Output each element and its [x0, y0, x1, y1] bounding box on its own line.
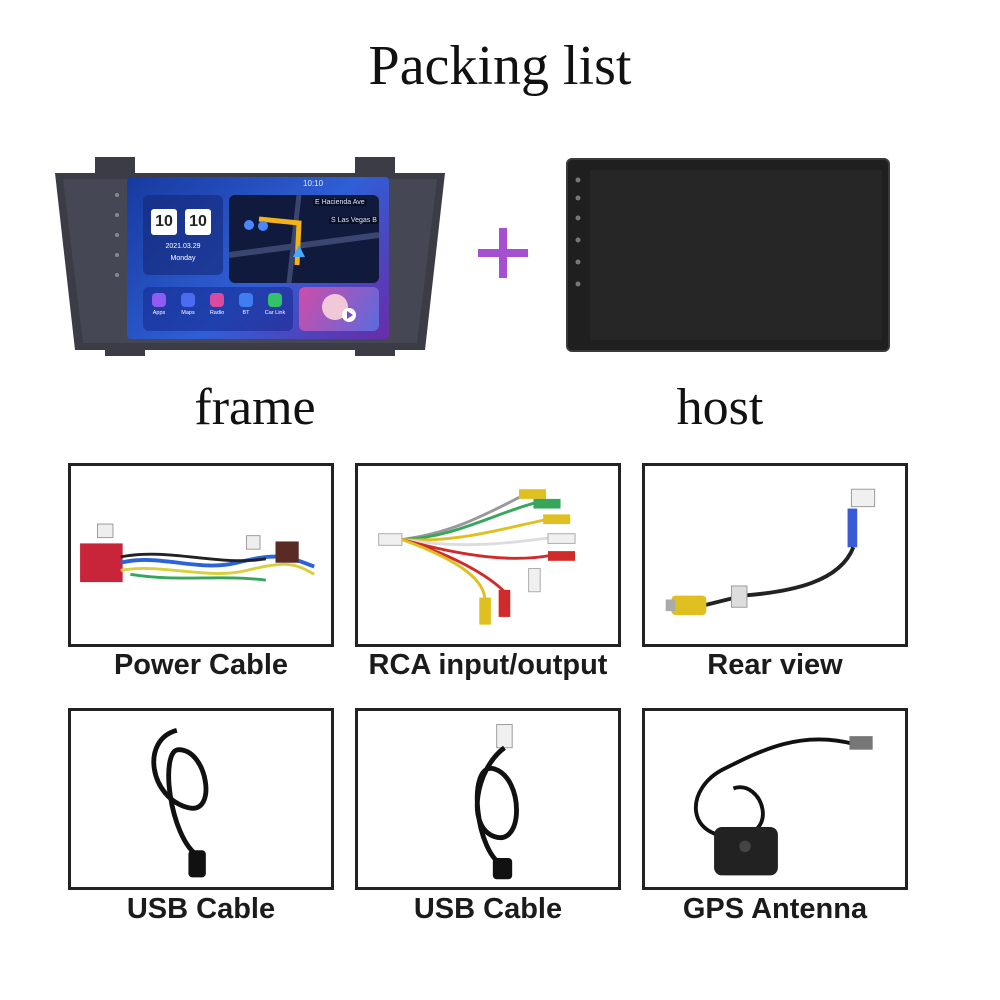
usb-cable-icon: [151, 728, 209, 878]
map-widget: E Hacienda Ave S Las Vegas B: [229, 195, 379, 283]
app-radio[interactable]: Radio: [205, 293, 229, 316]
status-bar: 10:10: [127, 177, 389, 191]
radio-icon: [210, 293, 224, 307]
frame-unit-image: 10:10 10 10 2021.03.29 Monday E Hacienda…: [55, 155, 445, 360]
page-title: Packing list: [368, 35, 632, 97]
app-maps[interactable]: Maps: [176, 293, 200, 316]
usb-cable-box-1: [68, 708, 334, 890]
power-harness-icon: [80, 523, 315, 583]
usb-cable-box-2: [355, 708, 621, 890]
media-widget: [299, 287, 379, 331]
host-label: host: [676, 379, 764, 436]
clock-minute-digits: 10: [185, 209, 211, 235]
app-dock: Apps Maps Radio BT Car Link: [143, 287, 293, 331]
app-bt[interactable]: BT: [234, 293, 258, 316]
accessory-label-usb-cable-1: USB Cable: [126, 893, 276, 925]
car-link-icon: [268, 293, 282, 307]
rear-view-box: [642, 463, 908, 647]
clock-hour-digits: 10: [151, 209, 177, 235]
frame-screen: 10:10 10 10 2021.03.29 Monday E Hacienda…: [127, 177, 389, 339]
plus-icon: [478, 228, 528, 278]
accessory-label-gps-antenna: GPS Antenna: [682, 893, 868, 925]
host-screen: [590, 170, 882, 340]
app-apps[interactable]: Apps: [147, 293, 171, 316]
bluetooth-icon: [239, 293, 253, 307]
accessory-label-rear-view: Rear view: [707, 649, 843, 681]
frame-label: frame: [194, 379, 316, 436]
clock-date: 2021.03.29: [165, 243, 201, 250]
gps-antenna-box: [642, 708, 908, 890]
gps-antenna-icon: [694, 736, 873, 876]
usb-cable-icon: [474, 724, 519, 880]
accessory-label-usb-cable-2: USB Cable: [413, 893, 563, 925]
rear-view-cable-icon: [665, 488, 876, 615]
host-unit-image: [566, 158, 890, 352]
accessory-label-rca: RCA input/output: [368, 649, 608, 681]
app-car-link[interactable]: Car Link: [263, 293, 287, 316]
status-time: 10:10: [303, 179, 324, 188]
maps-icon: [181, 293, 195, 307]
accessory-label-power-cable: Power Cable: [113, 649, 289, 681]
apps-icon: [152, 293, 166, 307]
clock-widget: 10 10 2021.03.29 Monday: [143, 195, 223, 275]
power-cable-box: [68, 463, 334, 647]
rca-cables-icon: [378, 489, 576, 625]
street-label-1: E Hacienda Ave: [313, 199, 367, 206]
street-label-2: S Las Vegas B: [329, 217, 379, 224]
rca-box: [355, 463, 621, 647]
clock-weekday: Monday: [170, 255, 196, 262]
